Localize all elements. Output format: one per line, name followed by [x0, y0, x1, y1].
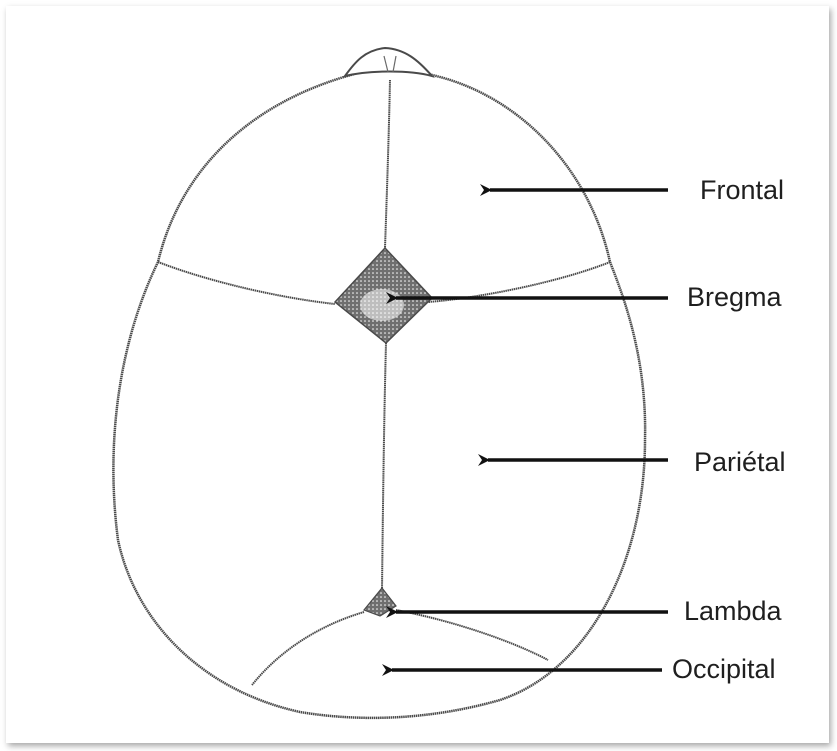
label-parietal: Pariétal: [694, 449, 786, 476]
label-frontal: Frontal: [700, 177, 784, 204]
label-lambda: Lambda: [684, 598, 782, 625]
label-occipital: Occipital: [672, 656, 776, 683]
label-bregma: Bregma: [687, 284, 782, 311]
skull-outline: [113, 68, 645, 717]
